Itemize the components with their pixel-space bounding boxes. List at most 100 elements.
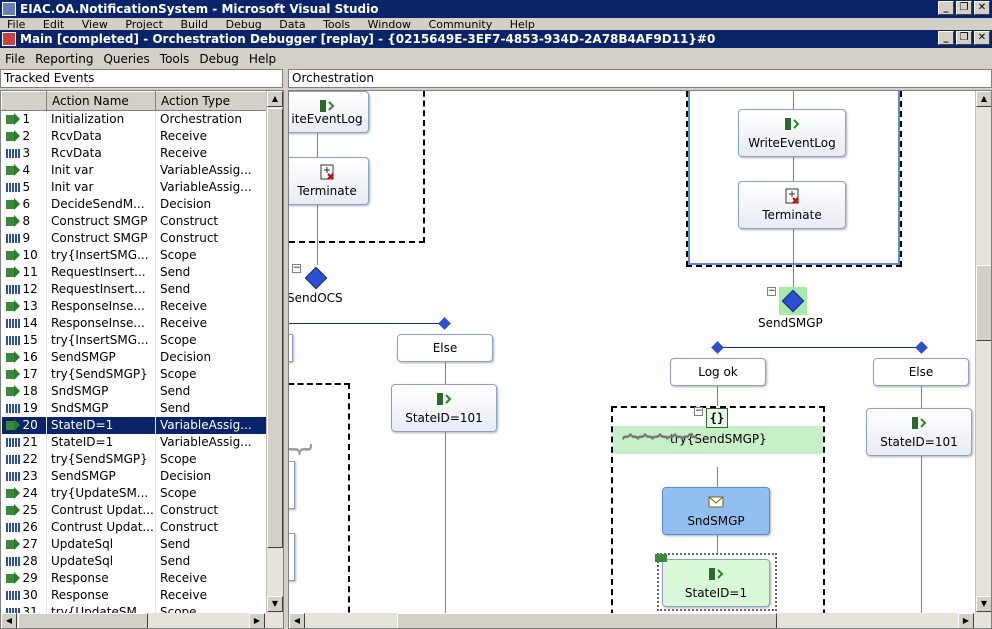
collapse-toggle[interactable]: − <box>767 286 776 296</box>
canvas-scroll-down-button[interactable]: ▼ <box>976 596 991 612</box>
vs-menu-view[interactable]: View <box>81 18 108 30</box>
vs-menu-build[interactable]: Build <box>180 18 209 30</box>
column-header-action-type[interactable]: Action Type <box>155 91 267 111</box>
vs-menu-data[interactable]: Data <box>279 18 306 30</box>
shape-stateid-1[interactable]: StateID=1 <box>662 559 770 607</box>
debugger-minimize-button[interactable]: _ <box>938 31 954 45</box>
vs-menu-help[interactable]: Help <box>509 18 535 30</box>
events-vertical-scrollbar[interactable]: ▲ ▼ <box>266 91 283 613</box>
decision-sendocs-icon[interactable] <box>304 266 328 290</box>
restore-button[interactable]: ❐ <box>956 1 972 15</box>
canvas-scroll-left-button[interactable]: ◀ <box>289 613 305 628</box>
column-header-icon[interactable] <box>1 91 47 111</box>
canvas-scroll-right-button[interactable]: ▶ <box>958 613 974 628</box>
scroll-left-button[interactable]: ◀ <box>1 613 17 628</box>
vs-menu-project[interactable]: Project <box>125 18 163 30</box>
canvas-hscroll-thumb[interactable] <box>397 613 777 628</box>
scroll-up-button[interactable]: ▲ <box>267 91 283 107</box>
events-horizontal-scrollbar[interactable]: ◀ ▶ <box>1 613 283 628</box>
menu-help[interactable]: Help <box>248 52 277 66</box>
collapse-toggle[interactable]: − <box>694 406 703 416</box>
shape-stateid-101-right[interactable]: StateID=101 <box>866 408 972 456</box>
menu-debug[interactable]: Debug <box>199 52 239 66</box>
action-name-cell: DecideSendM... <box>46 195 156 213</box>
shape-write-event-log-left[interactable]: iteEventLog <box>289 91 369 133</box>
action-type-cell: VariableAssig... <box>155 178 267 196</box>
scope-try-sendsmgp[interactable] <box>611 406 825 628</box>
hscroll-thumb[interactable] <box>18 613 148 628</box>
shape-log-ok[interactable]: Log ok <box>670 358 766 386</box>
collapse-toggle[interactable]: − <box>292 263 301 273</box>
canvas-scroll-up-button[interactable]: ▲ <box>976 91 991 107</box>
shape-sndsmgp[interactable]: SndSMGP <box>662 487 770 535</box>
scroll-down-button[interactable]: ▼ <box>267 596 283 612</box>
canvas-scroll-thumb[interactable] <box>976 265 991 341</box>
shape-label: StateID=101 <box>405 411 483 425</box>
canvas-vertical-scrollbar[interactable]: ▲ ▼ <box>975 91 991 613</box>
menu-tools[interactable]: Tools <box>159 52 190 66</box>
debugger-restore-button[interactable]: ❐ <box>956 31 972 45</box>
shape-else-mid[interactable]: Else <box>397 334 493 362</box>
scroll-right-button[interactable]: ▶ <box>249 613 265 628</box>
shape-else-right[interactable]: Else <box>873 358 969 386</box>
row-num-cell: 21 <box>1 433 47 451</box>
expression-icon <box>708 566 724 582</box>
scope-frame-left-lower <box>289 383 350 628</box>
column-header-action-name[interactable]: Action Name <box>46 91 156 111</box>
menu-queries[interactable]: Queries <box>103 52 150 66</box>
vs-menu-edit[interactable]: Edit <box>42 18 65 30</box>
branch-diamond-right <box>915 341 928 354</box>
menu-file[interactable]: File <box>5 52 26 66</box>
action-name-cell: Init var <box>46 161 156 179</box>
vs-menu-tools[interactable]: Tools <box>323 18 351 30</box>
action-type-cell: Orchestration <box>155 110 267 128</box>
minimize-button[interactable]: _ <box>938 1 954 15</box>
vs-menu-debug[interactable]: Debug <box>225 18 262 30</box>
shape-terminate-left[interactable]: Terminate <box>289 157 369 205</box>
shape-write-event-log-right[interactable]: WriteEventLog <box>738 109 846 157</box>
debugger-close-button[interactable]: ✕ <box>974 31 990 45</box>
scroll-thumb[interactable] <box>267 108 283 548</box>
menu-reporting[interactable]: Reporting <box>35 52 94 66</box>
action-type-cell: VariableAssig... <box>155 416 267 434</box>
action-name-cell: RcvData <box>46 144 156 162</box>
canvas-horizontal-scrollbar[interactable]: ◀ ▶ <box>289 613 991 628</box>
vs-menu-community[interactable]: Community <box>428 18 493 30</box>
vs-menu-file[interactable]: File <box>7 18 26 30</box>
vs-menu-window[interactable]: Window <box>367 18 412 30</box>
shape-stateid-101-mid[interactable]: StateID=101 <box>391 384 497 432</box>
close-button[interactable]: ✕ <box>974 1 990 15</box>
shape-terminate-right[interactable]: Terminate <box>738 181 846 229</box>
end-bars-icon <box>5 149 20 158</box>
